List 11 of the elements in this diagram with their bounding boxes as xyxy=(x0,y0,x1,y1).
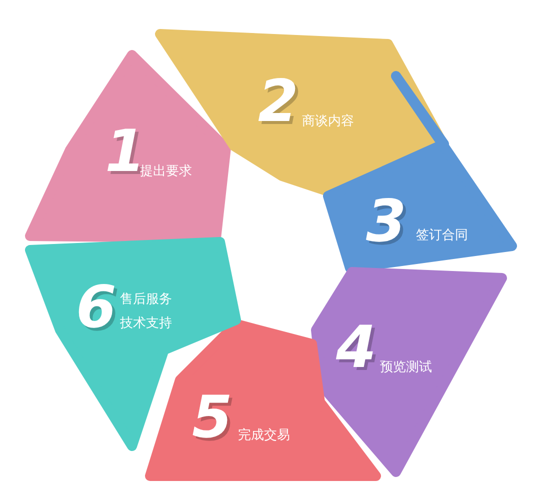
step-label: 售后服务 xyxy=(120,291,172,309)
step-number: 4 xyxy=(336,318,376,376)
step-label: 技术支持 xyxy=(120,315,172,333)
step-label: 完成交易 xyxy=(238,427,290,445)
step-number: 5 xyxy=(192,388,232,446)
step-label: 签订合同 xyxy=(416,227,468,245)
step-number: 2 xyxy=(258,72,298,130)
step-label: 预览测试 xyxy=(380,359,432,377)
step-number: 3 xyxy=(366,192,406,250)
step-number: 6 xyxy=(76,278,116,336)
step-label: 商谈内容 xyxy=(302,113,354,131)
